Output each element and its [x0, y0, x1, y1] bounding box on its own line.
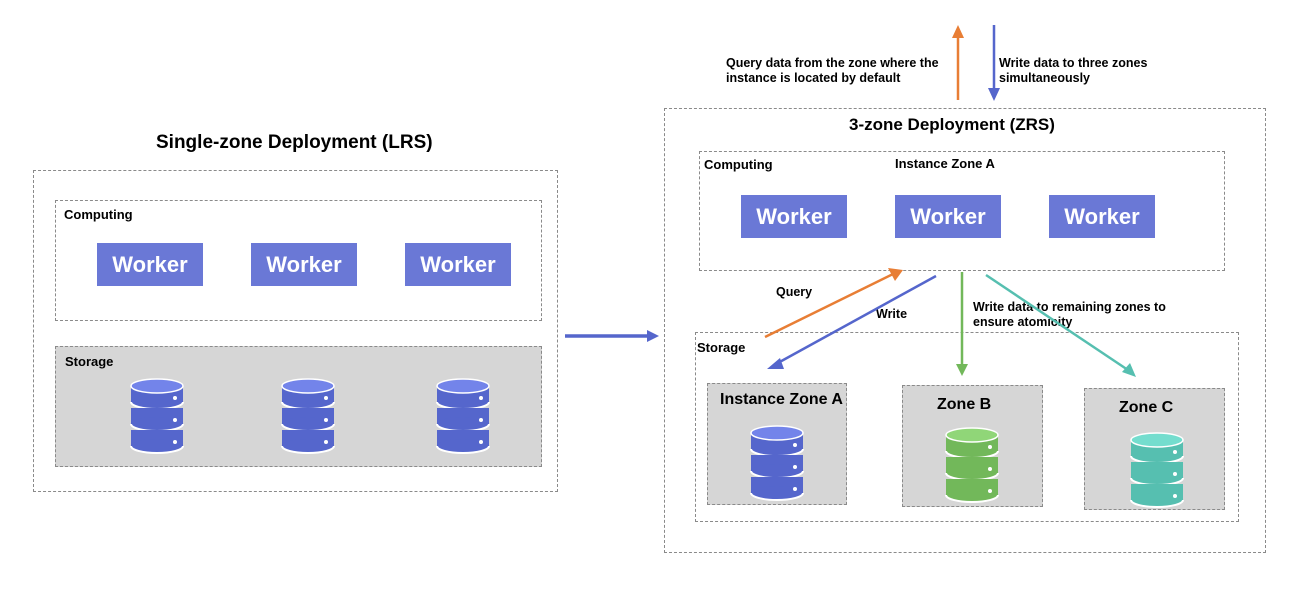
zrs-storage-box: [695, 332, 1239, 522]
transition-arrow: [565, 330, 659, 342]
zone-c-label: Zone C: [1119, 399, 1174, 416]
query-up-arrow: [952, 25, 964, 100]
lrs-title: Single-zone Deployment (LRS): [156, 132, 433, 153]
zrs-instance-zone-label: Instance Zone A: [895, 156, 995, 171]
lrs-container: [33, 170, 558, 492]
lrs-storage-label: Storage: [65, 354, 114, 369]
write-three-line-2: simultaneously: [999, 71, 1090, 85]
lrs-database-icon-1: [130, 378, 184, 454]
zrs-worker-3: Worker: [1049, 195, 1155, 238]
query-label: Query: [776, 285, 813, 299]
zrs-container: [664, 108, 1266, 553]
lrs-worker-3: Worker: [405, 243, 511, 286]
zone-b-label: Zone B: [937, 396, 992, 413]
query-arrow: [764, 268, 903, 339]
zone-b-database-icon: [945, 427, 999, 503]
zrs-worker-1: Worker: [741, 195, 847, 238]
lrs-database-icon-2: [281, 378, 335, 454]
query-default-line-2: instance is located by default: [726, 71, 901, 85]
zone-a-database-icon: [750, 425, 804, 501]
zrs-title: 3-zone Deployment (ZRS): [849, 115, 1055, 134]
zrs-computing-box: [699, 151, 1225, 271]
zrs-computing-label: Computing: [704, 157, 773, 172]
zrs-storage-label: Storage: [697, 340, 746, 355]
write-label: Write: [876, 307, 908, 321]
zone-b-write-arrow: [956, 272, 968, 376]
query-default-line-1: Query data from the zone where the: [726, 56, 939, 70]
lrs-computing-label: Computing: [64, 207, 133, 222]
write-remaining-note: Write data to remaining zones to ensure …: [973, 300, 1166, 330]
lrs-worker-1: Worker: [97, 243, 203, 286]
write-down-arrow: [988, 25, 1000, 101]
zone-a-label: Instance Zone A: [720, 391, 843, 408]
zrs-worker-2: Worker: [895, 195, 1001, 238]
write-three-note: Write data to three zones simultaneously: [999, 56, 1147, 86]
write-remaining-line-2: ensure atomicity: [973, 315, 1073, 329]
zone-c-write-arrow: [985, 273, 1136, 377]
zone-c-database-icon: [1130, 432, 1184, 508]
write-three-line-1: Write data to three zones: [999, 56, 1148, 70]
lrs-worker-2: Worker: [251, 243, 357, 286]
write-remaining-line-1: Write data to remaining zones to: [973, 300, 1166, 314]
query-default-note: Query data from the zone where the insta…: [726, 56, 939, 86]
write-arrow: [767, 274, 937, 369]
lrs-database-icon-3: [436, 378, 490, 454]
lrs-computing-box: [55, 200, 542, 321]
